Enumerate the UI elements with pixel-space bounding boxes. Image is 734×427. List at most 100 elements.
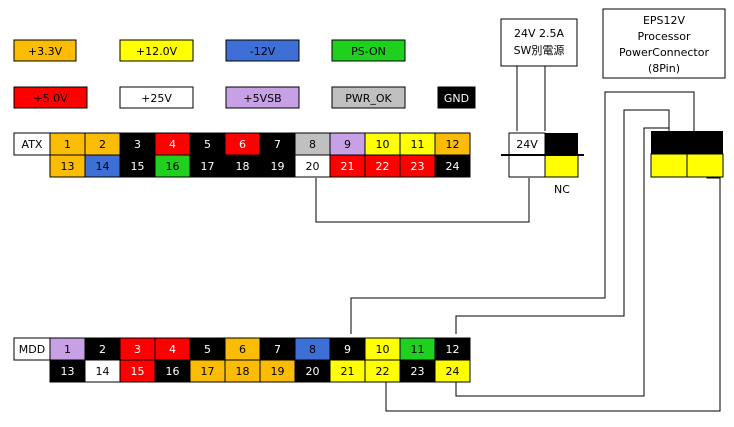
pin-number: 8	[309, 343, 316, 356]
legend-item: +3.3V	[13, 39, 77, 62]
pin-number: 23	[411, 160, 425, 173]
wire-atx20-to-sw	[315, 178, 530, 223]
pin-14: 14	[84, 359, 121, 383]
pin-number: 2	[99, 138, 106, 151]
eps-pin-top-right	[687, 131, 723, 154]
pin-number: 4	[169, 343, 176, 356]
pin-2: 2	[84, 337, 121, 361]
sw-pin-bottom-right	[544, 154, 579, 178]
sw-supply: 24V 2.5A SW別電源	[500, 18, 578, 67]
pin-19: 19	[259, 359, 296, 383]
pin-17: 17	[189, 154, 226, 178]
pin-number: 7	[274, 138, 281, 151]
pin-18: 18	[224, 154, 261, 178]
pin-8: 8	[294, 337, 331, 361]
legend-item: PS-ON	[331, 39, 406, 62]
pin-number: 24	[446, 365, 460, 378]
pin-number: 2	[99, 343, 106, 356]
pin-19: 19	[259, 154, 296, 178]
legend-label: +12.0V	[136, 45, 178, 58]
pin-number: 6	[239, 343, 246, 356]
pin-number: 19	[271, 160, 285, 173]
pin-number: 13	[61, 365, 75, 378]
legend-swatch	[437, 86, 476, 109]
pin-cell	[434, 359, 471, 383]
pin-number: 19	[271, 365, 285, 378]
pin-number: 3	[134, 343, 141, 356]
pin-number: 9	[344, 343, 351, 356]
pin-6: 6	[224, 337, 261, 361]
eps-line1: EPS12V	[643, 14, 686, 27]
pin-17: 17	[189, 359, 226, 383]
pin-number: 23	[411, 365, 425, 378]
pin-number: 10	[376, 343, 390, 356]
legend-label: +5VSB	[243, 92, 281, 105]
legend-label: +3.3V	[28, 45, 63, 58]
pin-number: 5	[204, 343, 211, 356]
legend-label: -12V	[250, 45, 276, 58]
nc-label: NC	[554, 183, 570, 196]
legend-swatch	[119, 39, 194, 62]
eps-pin-top-left	[651, 131, 687, 154]
pin-4: 4	[154, 132, 191, 156]
legend: +3.3V +12.0V -12V PS-ON +5.0V +25V +5VSB…	[13, 39, 476, 109]
pin-23: 23	[399, 154, 436, 178]
legend-swatch	[225, 39, 300, 62]
pin-12: 12	[434, 337, 471, 361]
legend-label: PWR_OK	[345, 92, 392, 105]
legend-label: PS-ON	[351, 45, 386, 58]
pin-22: 22	[364, 359, 401, 383]
legend-label: GND	[444, 92, 469, 105]
pin-number: 8	[309, 138, 316, 151]
pin-number: 20	[306, 160, 320, 173]
wires	[315, 66, 721, 412]
atx-label: ATX	[22, 138, 43, 151]
pin-21: 21	[329, 154, 366, 178]
pin-number: 14	[96, 160, 110, 173]
pin-3: 3	[119, 132, 156, 156]
pin-number: 13	[61, 160, 75, 173]
pin-number: 16	[166, 365, 180, 378]
legend-item: +25V	[119, 86, 194, 109]
pin-number: 22	[376, 365, 390, 378]
eps-connector	[650, 131, 724, 178]
pin-number: 11	[411, 343, 425, 356]
legend-swatch	[225, 86, 300, 109]
pin-number: 3	[134, 138, 141, 151]
pin-10: 10	[364, 132, 401, 156]
legend-swatch	[119, 86, 194, 109]
legend-item: PWR_OK	[331, 86, 406, 109]
legend-label: +25V	[141, 92, 172, 105]
pin-2: 2	[84, 132, 121, 156]
eps-line4: (8Pin)	[648, 62, 680, 75]
pin-number: 18	[236, 160, 250, 173]
pin-number: 1	[64, 343, 71, 356]
pin-number: 10	[376, 138, 390, 151]
pin-24: 24	[434, 154, 471, 178]
pin-number: 12	[446, 343, 460, 356]
pin-14: 14	[84, 154, 121, 178]
mdd-label: MDD	[19, 343, 45, 356]
pin-number: 17	[201, 365, 215, 378]
pin-1: 1	[49, 337, 86, 361]
eps-label-box	[602, 8, 726, 79]
pin-4: 4	[154, 337, 191, 361]
pin-number: 6	[239, 138, 246, 151]
pin-20: 20	[294, 154, 331, 178]
wire-mdd24-to-eps	[455, 127, 670, 397]
pin-number: 18	[236, 365, 250, 378]
pin-number: 11	[411, 138, 425, 151]
pin-number: 15	[131, 160, 145, 173]
pin-11: 11	[399, 132, 436, 156]
sw-supply-line1: 24V 2.5A	[514, 27, 565, 40]
pin-number: 1	[64, 138, 71, 151]
pin-number: 5	[204, 138, 211, 151]
sw-connector: 24V NC	[501, 132, 584, 196]
legend-swatch	[331, 39, 406, 62]
eps-line2: Processor	[638, 30, 691, 43]
pin-number: 16	[166, 160, 180, 173]
